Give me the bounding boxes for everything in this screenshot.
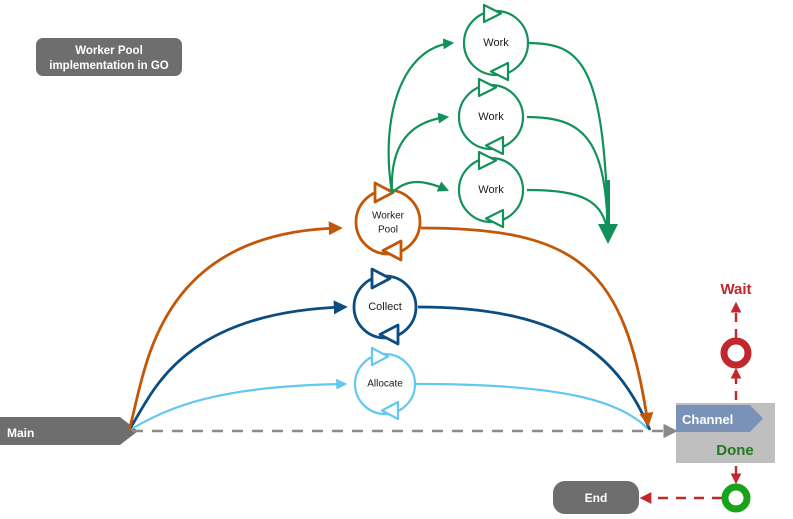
collect-out-edge <box>417 305 652 431</box>
channel-banner-shape <box>676 405 763 432</box>
work-3-label: Work <box>478 184 504 196</box>
worker-pool-label-line2: Pool <box>378 225 398 236</box>
work-2-label: Work <box>478 111 504 123</box>
end-box-shape[interactable] <box>553 481 639 514</box>
main-banner-shape <box>0 417 138 445</box>
work-1-bottom-arrow-marker <box>489 61 510 82</box>
worker-pool-in-edge <box>127 221 343 431</box>
work-node-3: Work <box>457 150 525 229</box>
work-1-label: Work <box>483 37 509 49</box>
worker-pool-node-circle <box>354 188 422 256</box>
work-3-top-arrow-marker <box>477 150 498 171</box>
main-lifeline-group: Main <box>0 417 678 445</box>
main-label: Main <box>7 426 34 440</box>
work-1-top-arrow-marker <box>482 3 503 24</box>
collect-label: Collect <box>368 301 402 313</box>
worker-pool-bottom-arrow-marker <box>381 239 403 262</box>
collect-top-arrow-marker <box>370 267 392 290</box>
work-1-out-edge <box>526 41 610 236</box>
wait-signal-group: Wait <box>720 281 752 400</box>
work-3-out-edge <box>526 188 610 236</box>
wait-label: Wait <box>720 281 751 298</box>
work-2-top-arrow-marker <box>477 77 498 98</box>
end-label: End <box>585 491 608 505</box>
allocate-bottom-arrow-marker <box>380 400 400 421</box>
work-2-out-edge <box>526 115 610 236</box>
work-node-1: Work <box>462 3 530 82</box>
collect-in-edge <box>127 300 348 431</box>
allocate-label: Allocate <box>367 379 403 390</box>
title-badge: Worker Pool implementation in GO <box>36 38 182 76</box>
work-3-bottom-arrow-marker <box>484 208 505 229</box>
work-2-in-edge <box>390 112 450 194</box>
end-ring-icon <box>721 483 751 513</box>
title-line-1: Worker Pool <box>75 45 143 57</box>
work-2-bottom-arrow-marker <box>484 135 505 156</box>
work-node-2: Work <box>457 77 525 156</box>
allocate-top-arrow-marker <box>370 346 390 367</box>
channel-done-box[interactable]: Channel Done <box>676 403 775 463</box>
worker-pool-label-line1: Worker <box>372 211 405 222</box>
done-label: Done <box>716 442 754 459</box>
work-3-in-edge <box>391 181 450 194</box>
title-line-2: implementation in GO <box>49 60 169 72</box>
worker-pool-out-edge <box>420 226 654 427</box>
work-goroutines-group: Work Work Work <box>387 3 618 244</box>
allocate-flow-group: Allocate <box>128 346 649 431</box>
worker-pool-flow-group: Worker Pool <box>127 181 654 431</box>
allocate-in-edge <box>128 378 348 431</box>
collect-flow-group: Collect <box>127 267 652 431</box>
wait-ring-icon <box>720 337 752 369</box>
work-1-in-edge <box>387 38 455 194</box>
end-group[interactable]: End <box>553 466 751 514</box>
collect-bottom-arrow-marker <box>378 323 400 346</box>
channel-label: Channel <box>682 412 733 427</box>
allocate-out-edge <box>415 382 649 430</box>
title-badge-shape <box>36 38 182 76</box>
